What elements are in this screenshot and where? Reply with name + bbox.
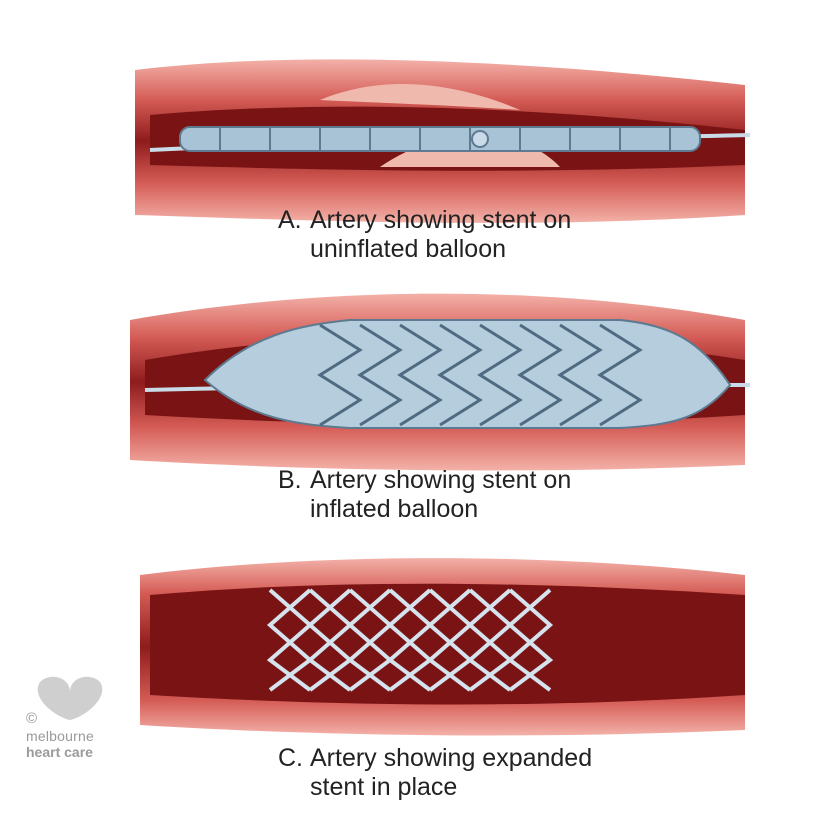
caption-b-letter: B.	[278, 466, 302, 494]
panel-c-illustration	[0, 550, 822, 750]
caption-b-line2: inflated balloon	[310, 495, 479, 523]
brand-line2: heart care	[26, 744, 93, 760]
caption-b-line1: Artery showing stent on	[310, 466, 572, 494]
copyright-symbol: ©	[26, 710, 38, 727]
inflated-balloon	[203, 319, 732, 429]
caption-a-letter: A.	[278, 206, 302, 234]
caption-c: C.Artery showing expanded stent in place	[278, 744, 592, 802]
stent-expanded-mesh	[317, 323, 643, 427]
caption-a-line2: uninflated balloon	[310, 235, 506, 263]
panel-a-illustration	[0, 55, 822, 235]
brand-line1: melbourne	[26, 728, 94, 744]
plaque-top	[320, 83, 520, 110]
caption-b: B. Artery showing stent on inflated ballo…	[278, 466, 571, 524]
caption-c-letter: C.	[278, 744, 303, 772]
caption-a: A. Artery showing stent on uninflated bal…	[278, 206, 571, 264]
caption-c-line1: Artery showing expanded	[310, 744, 593, 772]
panel-b-illustration	[0, 280, 822, 480]
caption-a-line1: Artery showing stent on	[310, 206, 572, 234]
heart-logo-icon	[37, 676, 103, 720]
melbourne-heart-care-logo: © melbourne heart care	[22, 672, 132, 762]
stent-collapsed	[179, 126, 701, 152]
caption-c-line2: stent in place	[310, 773, 458, 801]
stent-deployed-mesh	[266, 588, 554, 692]
